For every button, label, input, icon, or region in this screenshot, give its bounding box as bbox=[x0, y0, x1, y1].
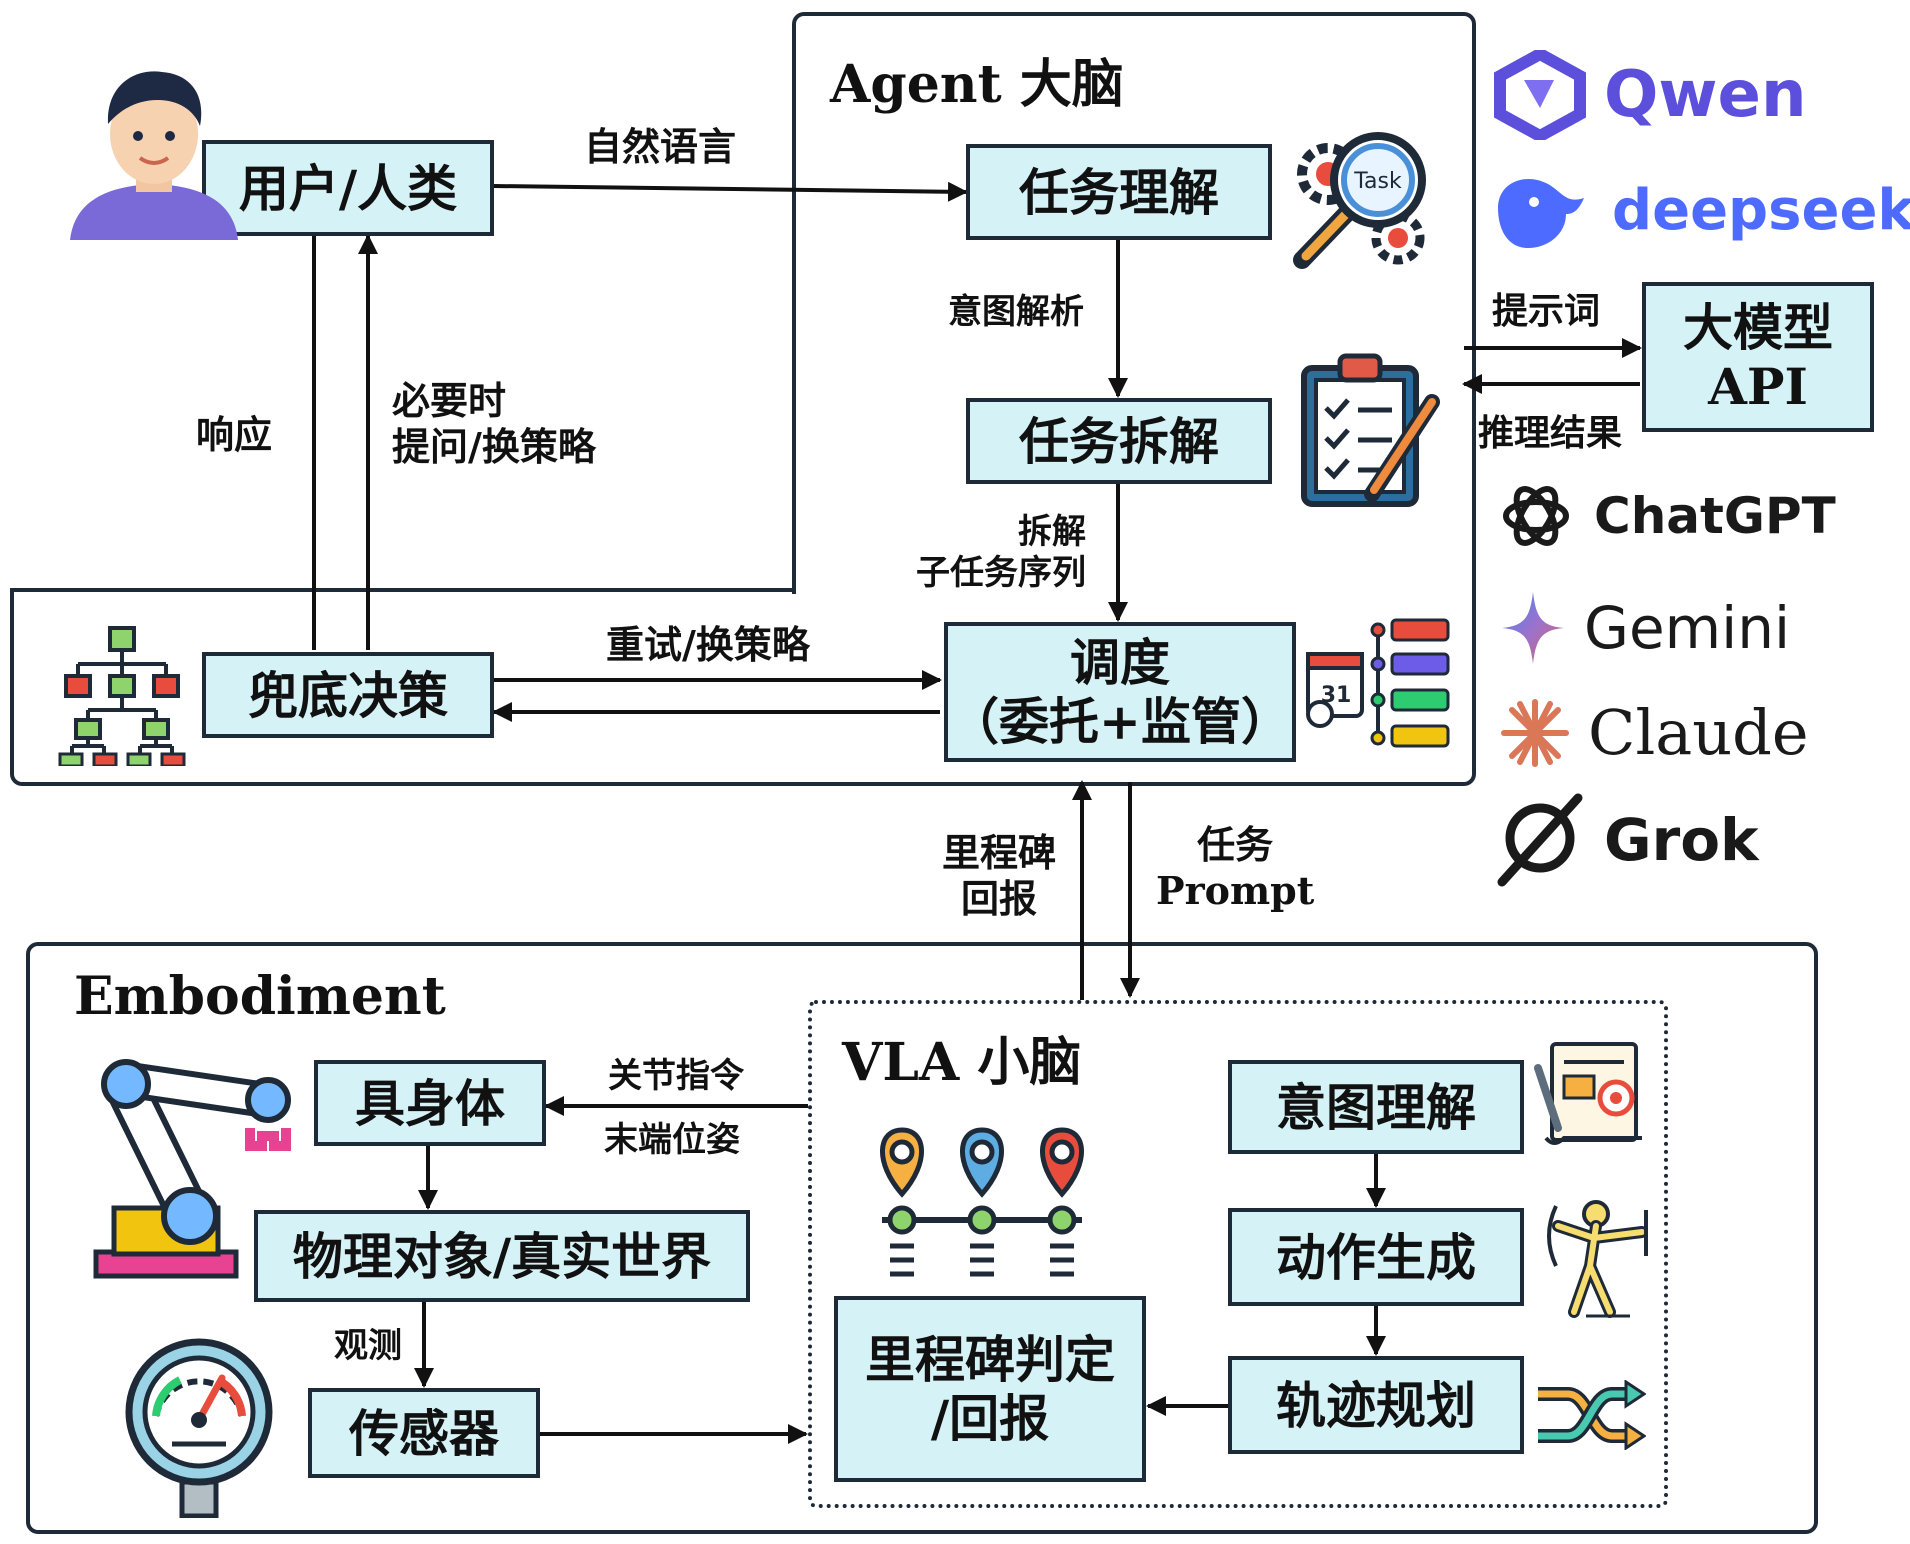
agent-lower-frame bbox=[10, 588, 1476, 786]
node-fallback: 兜底决策 bbox=[202, 652, 494, 738]
archer-action-icon bbox=[1547, 1200, 1648, 1318]
brand-claude: Claude bbox=[1500, 696, 1809, 769]
task-magnifier-icon: Task bbox=[1293, 132, 1426, 269]
qwen-logo-icon bbox=[1494, 50, 1586, 140]
milestone-pins-icon bbox=[880, 1127, 1084, 1277]
node-action: 动作生成 bbox=[1228, 1208, 1524, 1306]
node-intent: 意图理解 bbox=[1228, 1060, 1524, 1154]
brand-qwen: Qwen bbox=[1494, 50, 1807, 140]
label-end-pose: 末端位姿 bbox=[604, 1120, 740, 1160]
label-milestone-report: 里程碑 回报 bbox=[942, 830, 1057, 921]
node-milestone-judge: 里程碑判定 /回报 bbox=[834, 1296, 1146, 1482]
claude-burst-icon bbox=[1501, 698, 1569, 767]
node-physical-world: 物理对象/真实世界 bbox=[254, 1210, 750, 1302]
brand-grok-text: Grok bbox=[1604, 806, 1759, 874]
label-respond: 响应 bbox=[196, 412, 273, 457]
clipboard-checklist-icon bbox=[1301, 353, 1440, 507]
label-task-prompt: 任务 Prompt bbox=[1156, 822, 1315, 913]
node-body: 具身体 bbox=[314, 1060, 546, 1146]
node-llm-api: 大模型 API bbox=[1642, 282, 1874, 432]
gauge-sensor-icon bbox=[125, 1338, 273, 1518]
gemini-star-icon bbox=[1502, 592, 1564, 664]
robot-arm-icon bbox=[93, 1059, 291, 1279]
label-ask-when-needed: 必要时 提问/换策略 bbox=[392, 378, 596, 469]
label-intent-parse: 意图解析 bbox=[948, 292, 1084, 332]
node-schedule: 调度 （委托+监管） bbox=[944, 622, 1296, 762]
node-trajectory: 轨迹规划 bbox=[1228, 1356, 1524, 1454]
label-inference-result: 推理结果 bbox=[1478, 412, 1623, 454]
node-user: 用户/人类 bbox=[202, 140, 494, 236]
grok-logo-icon bbox=[1497, 793, 1583, 887]
brand-chatgpt: ChatGPT bbox=[1496, 476, 1836, 556]
brand-grok: Grok bbox=[1494, 792, 1759, 888]
brand-gemini: Gemini bbox=[1500, 590, 1790, 666]
brand-deepseek: deepseek bbox=[1492, 168, 1910, 252]
vla-region-frame bbox=[808, 1000, 1668, 1508]
calendar-schedule-icon: 31 bbox=[1306, 618, 1450, 748]
label-observe: 观测 bbox=[334, 1326, 402, 1366]
chatgpt-logo-icon bbox=[1503, 486, 1569, 546]
edge-user-to-task bbox=[493, 181, 968, 202]
agent-region-title: Agent 大脑 bbox=[830, 54, 1124, 115]
embodiment-region-title: Embodiment bbox=[74, 966, 446, 1027]
agent-frame-step-edge bbox=[10, 588, 796, 592]
label-joint-cmd: 关节指令 bbox=[608, 1056, 744, 1096]
intent-document-icon bbox=[1534, 1042, 1642, 1145]
label-retry: 重试/换策略 bbox=[606, 622, 810, 667]
node-sensor: 传感器 bbox=[308, 1388, 540, 1478]
label-decompose-seq: 拆解 子任务序列 bbox=[916, 512, 1086, 593]
deepseek-whale-icon bbox=[1498, 178, 1584, 248]
brand-claude-text: Claude bbox=[1588, 696, 1809, 769]
embodiment-region-frame bbox=[26, 942, 1818, 1534]
label-prompt-word: 提示词 bbox=[1492, 290, 1601, 332]
task-icon-text: Task bbox=[1353, 169, 1402, 194]
decision-tree-icon bbox=[58, 626, 186, 766]
trajectory-shuffle-icon bbox=[1538, 1380, 1646, 1450]
label-natural-language: 自然语言 bbox=[584, 124, 737, 169]
person-avatar-icon bbox=[70, 71, 238, 240]
agent-region-frame bbox=[792, 12, 1476, 594]
node-task-understanding: 任务理解 bbox=[966, 144, 1272, 240]
brand-qwen-text: Qwen bbox=[1604, 58, 1807, 132]
node-task-decompose: 任务拆解 bbox=[966, 398, 1272, 484]
brand-chatgpt-text: ChatGPT bbox=[1594, 487, 1836, 545]
brand-gemini-text: Gemini bbox=[1584, 594, 1791, 662]
vla-region-title: VLA 小脑 bbox=[842, 1032, 1082, 1093]
brand-deepseek-text: deepseek bbox=[1612, 177, 1910, 243]
